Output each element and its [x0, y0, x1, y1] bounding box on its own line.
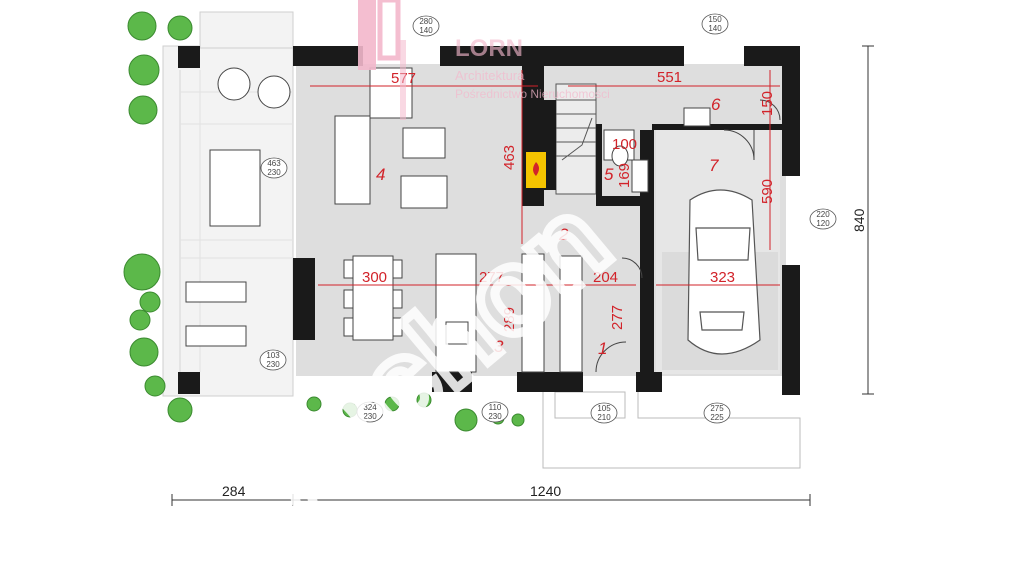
dimension-lines: [310, 70, 780, 286]
window-label-right-w: 220: [816, 210, 830, 219]
dim-kitchen-height: 289: [501, 307, 518, 332]
window-label-top-right-w: 150: [708, 15, 722, 24]
doors: [595, 99, 781, 373]
dim-hall-width: 204: [593, 269, 618, 286]
room-number-1: 1: [598, 339, 607, 358]
window-label-entry-w: 105: [597, 404, 611, 413]
window-label-kitchen-w: 110: [489, 403, 502, 412]
ext-dim-total-width: 1240: [530, 483, 561, 499]
window-label-bottom-mid-w: 324: [363, 403, 377, 412]
dim-garage-width: 323: [710, 269, 735, 286]
window-label-ovals: [259, 13, 837, 424]
window-label-bottom-left-h: 230: [266, 360, 280, 369]
fireplace: [526, 152, 546, 188]
dim-entry-height: 277: [609, 305, 626, 330]
window-labels: 280 140 150 140 463 230 220 120 103 230 …: [266, 15, 830, 422]
window-label-entry-h: 210: [597, 413, 611, 422]
room-number-7: 7: [709, 156, 719, 175]
stair: [555, 83, 597, 195]
ext-dim-total-depth: 840: [851, 208, 867, 232]
dim-stair-height: 463: [501, 145, 518, 170]
dim-vestibule-height: 150: [759, 91, 776, 116]
room-number-2: 2: [558, 225, 569, 244]
window-label-terrace-w: 463: [267, 159, 281, 168]
watermark-logo-icon: [358, 0, 376, 70]
window-label-terrace-h: 230: [267, 168, 281, 177]
entrance-paving: [542, 391, 801, 469]
sanitary: [603, 107, 711, 193]
dim-kitchen-width: 277: [479, 269, 504, 286]
window-label-garage-h: 225: [710, 413, 724, 422]
external-dimension-labels: 284 1240 840: [222, 208, 867, 499]
furniture: [185, 67, 583, 373]
room-number-5: 5: [604, 165, 614, 184]
window-label-right-h: 120: [816, 219, 830, 228]
watermark-line2: Pośrednictwo Nieruchomości: [455, 87, 610, 101]
dim-garage-height: 590: [759, 179, 776, 204]
watermark-brand: LORN: [455, 35, 523, 62]
room-number-6: 6: [711, 95, 721, 114]
dimension-labels: 577 551 100 300 277 204 323 463 150 169 …: [362, 69, 776, 332]
walls: [178, 46, 800, 395]
dim-bath-width: 100: [612, 136, 637, 153]
window-label-garage-w: 275: [710, 404, 724, 413]
watermark-lorn: LORN Architektura Pośrednictwo Nieruchom…: [358, 0, 610, 120]
room-number-3: 3: [494, 337, 504, 356]
dim-bath-height: 169: [616, 163, 633, 188]
window-label-top-right-h: 140: [708, 24, 722, 33]
window-label-top-left-w: 280: [419, 17, 433, 26]
dim-dining-width: 300: [362, 269, 387, 286]
window-label-top-left-h: 140: [419, 26, 433, 35]
room-numbers: 1 2 3 4 5 6 7: [376, 95, 721, 358]
window-label-bottom-left-w: 103: [266, 351, 280, 360]
greenery: [123, 11, 525, 432]
room-number-4: 4: [376, 165, 385, 184]
ext-dim-left-offset: 284: [222, 483, 246, 499]
external-dimension-lines: [171, 45, 874, 506]
window-label-bottom-mid-h: 230: [363, 412, 377, 421]
dim-upper-right-width: 551: [657, 69, 682, 86]
car: [687, 189, 761, 355]
window-label-kitchen-h: 230: [488, 412, 502, 421]
watermark-line1: Architektura: [455, 68, 525, 83]
